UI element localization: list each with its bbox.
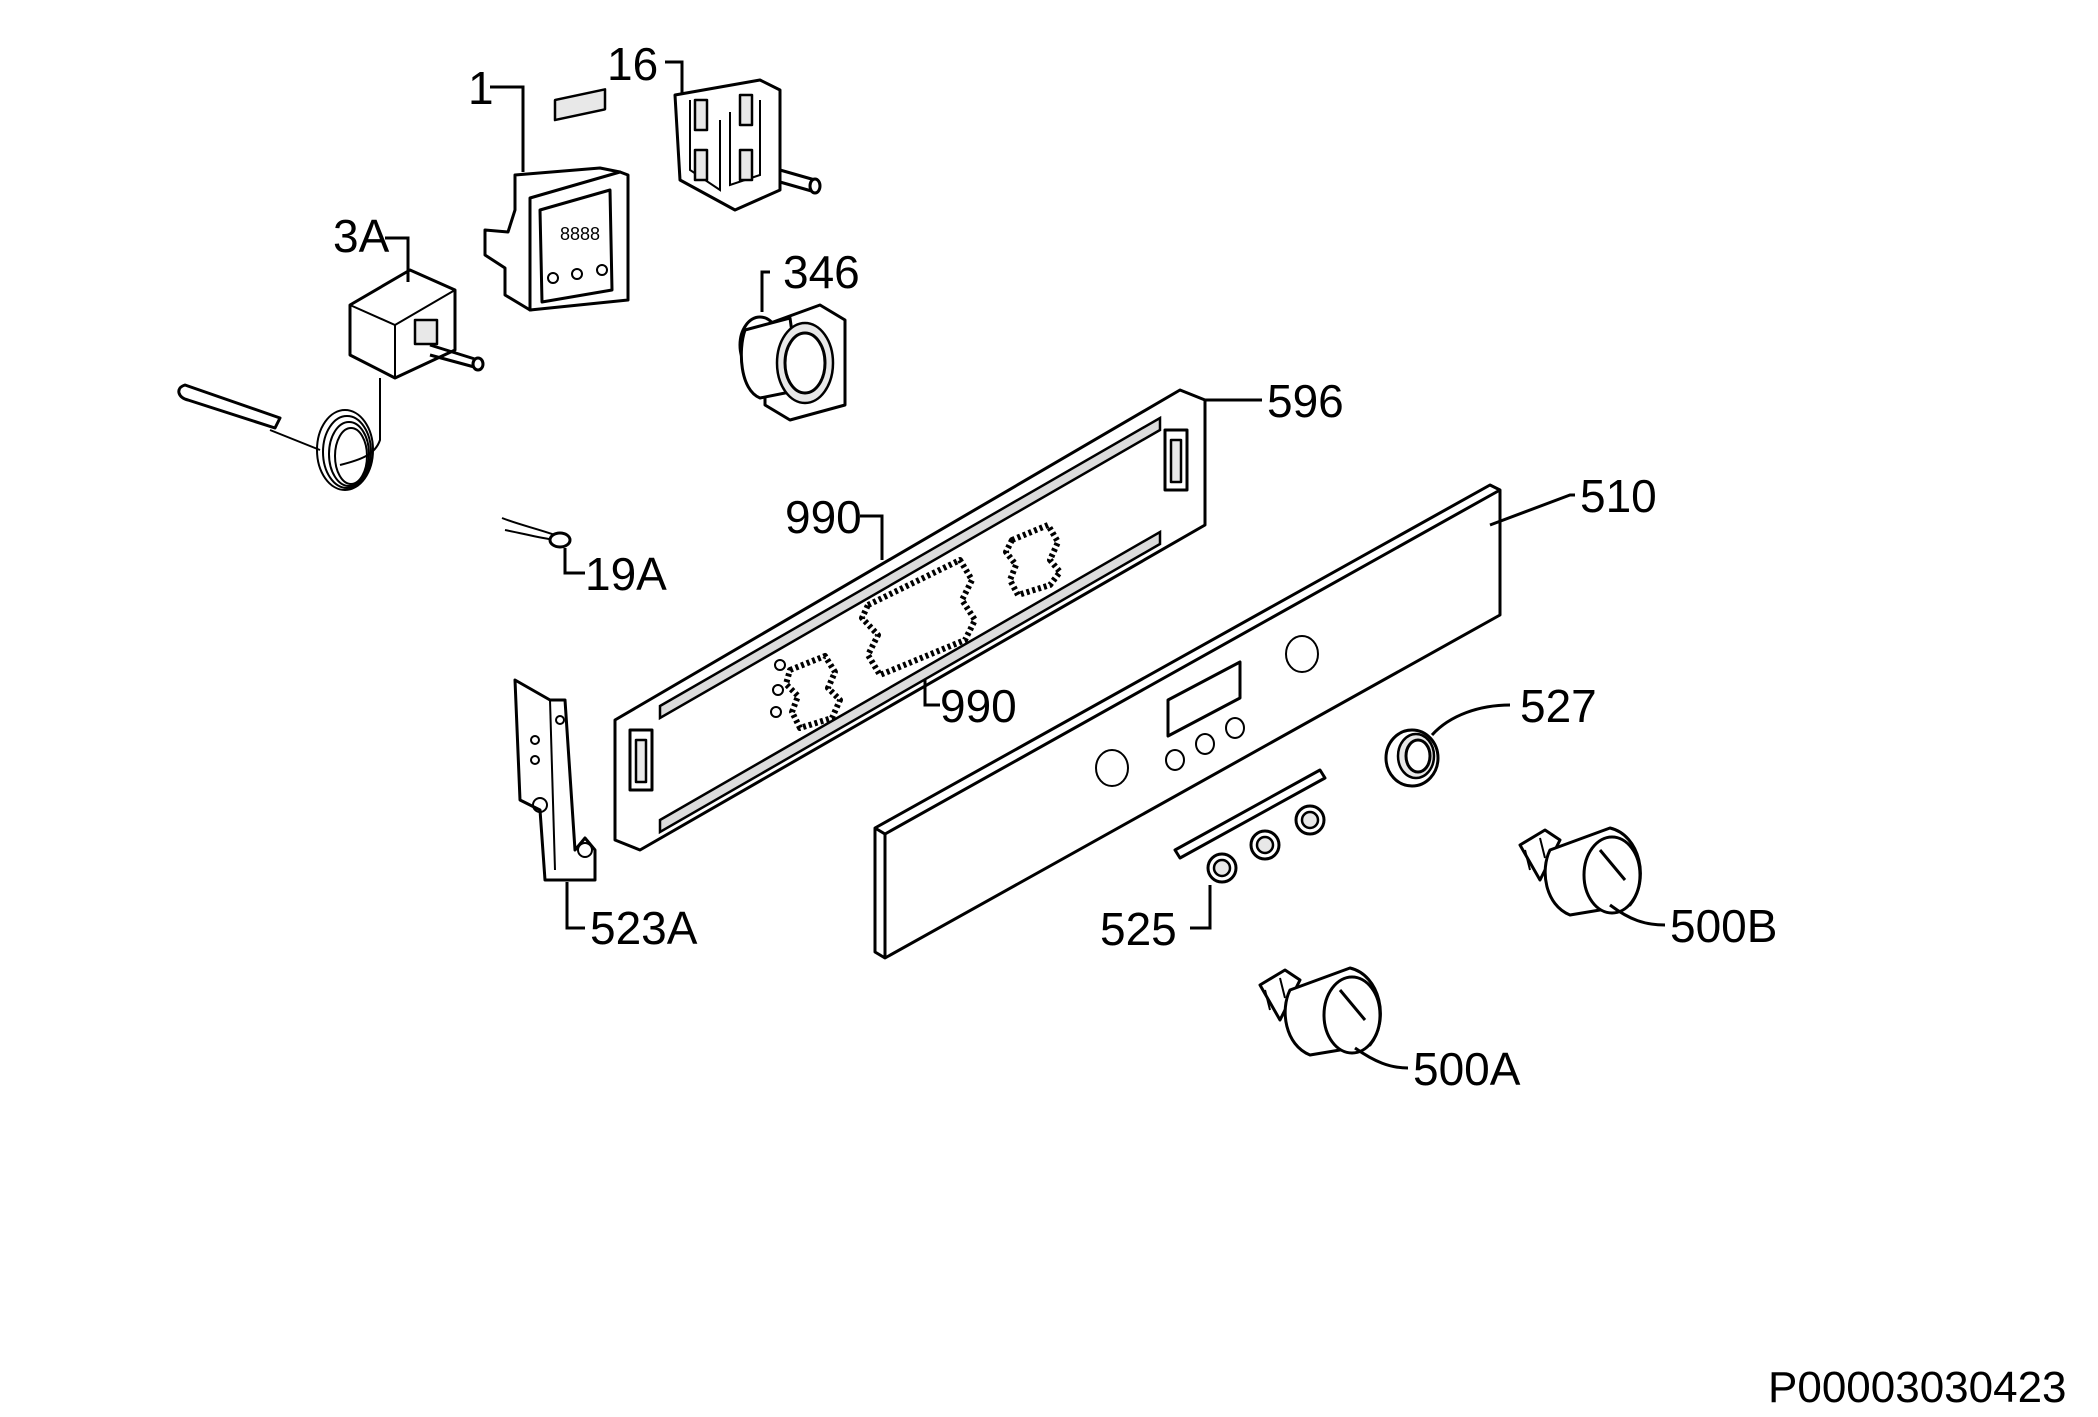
- part-500B-knob: [1518, 826, 1642, 917]
- leader-990-bottom: [923, 680, 940, 707]
- part-16-selector-switch: [673, 78, 822, 212]
- label-527: 527: [1520, 680, 1597, 732]
- part-500A-knob: [1258, 966, 1382, 1057]
- leader-3A: [385, 236, 410, 282]
- part-3A-thermostat: [177, 268, 485, 491]
- leader-510: [1489, 493, 1575, 527]
- part-527-ring: [1384, 728, 1440, 788]
- part-346-cylinder: [738, 303, 847, 422]
- leader-346: [760, 270, 770, 312]
- label-990-top: 990: [785, 491, 862, 543]
- part-523A-bracket: [513, 678, 597, 882]
- label-510: 510: [1580, 470, 1657, 522]
- label-500B: 500B: [1670, 900, 1777, 952]
- leader-500A: [1354, 1046, 1409, 1070]
- part-525-buttons: [1173, 768, 1327, 884]
- part-596-control-frame: [613, 388, 1207, 852]
- label-523A: 523A: [590, 902, 698, 954]
- leader-16: [665, 60, 684, 95]
- label-525: 525: [1100, 903, 1177, 955]
- label-990-bottom: 990: [940, 680, 1017, 732]
- drawing-reference-code: P00003030423: [1768, 1363, 2067, 1412]
- label-1: 1: [468, 62, 494, 114]
- label-3A: 3A: [333, 210, 390, 262]
- part-510-front-panel: [873, 483, 1502, 960]
- leader-1: [490, 85, 525, 172]
- part-19A-connector: [501, 517, 572, 549]
- label-500A: 500A: [1413, 1043, 1521, 1095]
- label-596: 596: [1267, 375, 1344, 427]
- label-19A: 19A: [585, 548, 667, 600]
- leader-990-top: [860, 514, 884, 560]
- leader-527: [1430, 703, 1511, 737]
- svg-text:8888: 8888: [560, 224, 600, 244]
- leader-500B: [1609, 903, 1666, 927]
- leader-19A: [563, 548, 585, 575]
- leader-523A: [565, 882, 585, 930]
- leader-525: [1190, 885, 1212, 930]
- label-16: 16: [607, 38, 658, 90]
- part-1-timer-module: 8888: [483, 88, 630, 312]
- label-346: 346: [783, 246, 860, 298]
